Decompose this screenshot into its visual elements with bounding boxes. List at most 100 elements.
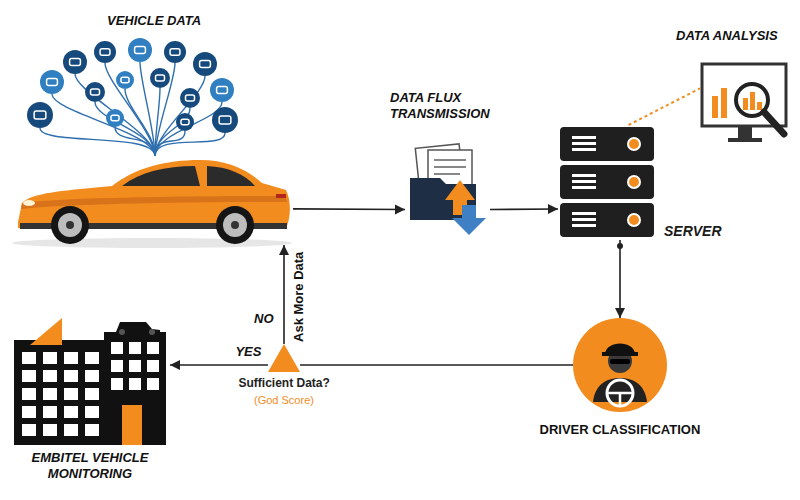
icon-wire: [40, 128, 155, 156]
window: [43, 406, 57, 418]
window: [22, 424, 36, 436]
window: [64, 370, 78, 382]
node-text: EMBITEL VEHICLE MONITORING: [10, 450, 170, 481]
server-slot: [572, 224, 596, 227]
classification-outline-part: [619, 393, 622, 406]
window: [22, 406, 36, 418]
car-illustration: [12, 160, 292, 248]
server-unit: [560, 165, 654, 199]
window: [129, 378, 141, 390]
car-illustration-part: [276, 194, 286, 198]
server-icon: [560, 127, 654, 249]
building-illustration-part: [149, 329, 155, 335]
window: [111, 378, 123, 390]
data-analysis-icon-part: [712, 96, 718, 118]
car-illustration-part: [58, 213, 82, 237]
node-text: (God Score): [254, 394, 314, 407]
car-illustration-part: [216, 206, 254, 244]
node-text: VEHICLE DATA: [107, 13, 201, 29]
no-arrow: [283, 245, 284, 344]
data-analysis-icon-part: [757, 102, 762, 110]
building-illustration-part: [119, 329, 125, 335]
window: [111, 342, 123, 354]
data-icon: [164, 41, 186, 63]
arrowhead: [279, 245, 289, 255]
node-text: DRIVER CLASSIFICATION: [540, 422, 701, 438]
data-flux-icon-part: [434, 159, 466, 161]
data-icon: [27, 102, 53, 128]
icon-wire: [155, 102, 222, 156]
no-arrow-line: [283, 245, 285, 344]
window: [85, 424, 99, 436]
data-flux-icon-part: [434, 173, 460, 175]
server-racks: [560, 127, 654, 237]
data-icon: [63, 50, 87, 74]
window: [85, 388, 99, 400]
server-slot: [572, 136, 596, 139]
decision-outline-part: [268, 344, 300, 372]
icon-glyph: [34, 111, 46, 119]
data-flux-icon-part: [434, 166, 466, 168]
data-icon: [40, 70, 64, 94]
data-analysis-icon: [702, 64, 786, 142]
yes-arrow-line: [170, 364, 268, 366]
data-icon: [150, 68, 170, 88]
data-analysis-icon-part: [743, 98, 748, 110]
icon-glyph: [111, 115, 119, 120]
window: [43, 388, 57, 400]
edge-label: Ask More Data: [291, 250, 307, 344]
classification-outline-part: [607, 380, 633, 406]
data-analysis-icon-part: [764, 112, 784, 134]
vehicle-data-icons: [27, 38, 238, 156]
car-illustration-part: [223, 213, 247, 237]
transmission-node: DATA FLUX TRANSMISSION: [405, 140, 490, 235]
window: [111, 360, 123, 372]
data-icon: [106, 109, 124, 127]
flow-arrow: [293, 208, 405, 210]
window: [64, 424, 78, 436]
flow-arrow-line: [293, 208, 405, 210]
icon-wire: [155, 131, 185, 156]
server-slot: [572, 174, 596, 177]
dotted-link: [629, 88, 700, 125]
window: [85, 370, 99, 382]
server-slot: [572, 142, 596, 145]
server-light: [628, 214, 640, 226]
window: [43, 370, 57, 382]
window: [129, 360, 141, 372]
window: [64, 352, 78, 364]
server-slot: [572, 218, 596, 221]
building-illustration-part: [14, 340, 106, 445]
car-illustration-part: [51, 206, 89, 244]
icon-glyph: [200, 60, 211, 67]
classification-outline: [573, 318, 667, 412]
building-illustration-part: [104, 332, 166, 445]
car-illustration-part: [23, 200, 35, 206]
classification-outline-part: [573, 318, 667, 412]
building-illustration-part: [122, 405, 142, 445]
window: [22, 388, 36, 400]
data-analysis-icon-part: [750, 92, 755, 110]
icon-glyph: [217, 86, 228, 93]
server-slot: [572, 212, 596, 215]
data-icon: [128, 38, 152, 62]
arrowhead: [548, 204, 558, 214]
flow-line: [300, 365, 573, 366]
decision-outline: [268, 344, 300, 372]
data-icon: [94, 41, 116, 63]
data-icon: [85, 82, 105, 102]
server-slot: [572, 148, 596, 151]
flow-line-line: [300, 364, 573, 366]
building-illustration-part: [30, 318, 62, 345]
data-icon: [210, 78, 234, 102]
icon-wire: [115, 127, 155, 156]
window: [64, 406, 78, 418]
icon-glyph: [156, 75, 165, 81]
dotted-link-line: [629, 88, 700, 125]
data-icon: [193, 52, 217, 76]
classification-circle: DRIVER CLASSIFICATION: [573, 318, 667, 412]
arrowhead: [395, 204, 405, 214]
server-unit: [560, 127, 654, 161]
classification-outline-part: [602, 352, 638, 356]
